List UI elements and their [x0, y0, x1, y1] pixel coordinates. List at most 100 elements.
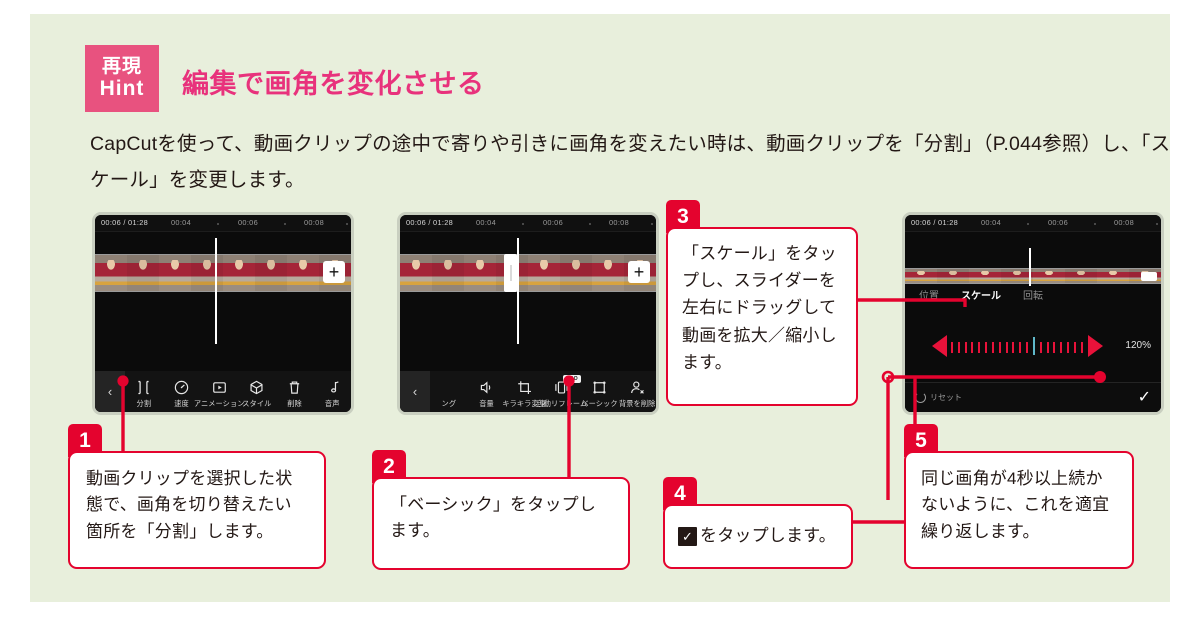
toolbar-label: 削除 [287, 398, 302, 408]
ruler-current-time: 00:06 / 01:28 [101, 218, 149, 227]
callout-5: 5 同じ画角が4秒以上続かないように、これを適宜繰り返します。 [904, 424, 1134, 569]
toolbar-label: ベーシック [581, 398, 618, 408]
increase-arrow-icon[interactable] [1088, 335, 1103, 357]
delete-icon [286, 379, 303, 396]
back-button[interactable]: ‹ [400, 371, 430, 412]
scale-slider[interactable]: 120% [905, 327, 1161, 369]
callout-text: 同じ画角が4秒以上続かないように、これを適宜繰り返します。 [904, 451, 1134, 569]
speed-icon [173, 379, 190, 396]
ruler-tick: 00:08 [609, 218, 629, 227]
toolbar-item-tracking[interactable]: ング [430, 379, 468, 409]
ruler-tick: 00:04 [171, 218, 191, 227]
callout-2: 2 「ベーシック」をタップします。 [372, 450, 630, 570]
back-button[interactable]: ‹ [95, 371, 125, 412]
volume-icon [478, 379, 495, 396]
callout-1: 1 動画クリップを選択した状態で、画角を切り替えたい箇所を「分割」します。 [68, 424, 326, 569]
ruler-current-time: 00:06 / 01:28 [911, 218, 959, 227]
toolbar-item-animation[interactable]: アニメーション [194, 379, 244, 409]
callout-text: 「ベーシック」をタップします。 [372, 477, 630, 570]
reset-button[interactable]: リセット [915, 392, 962, 403]
crop-icon [516, 379, 533, 396]
toolbar-label: アニメーション [193, 398, 245, 408]
toolbar-label: 速度 [174, 398, 189, 408]
timeline-area: + [95, 232, 351, 377]
tab-scale[interactable]: スケール [961, 291, 1001, 302]
add-clip-button[interactable] [1141, 272, 1157, 281]
ruler-current-time: 00:06 / 01:28 [406, 218, 454, 227]
audio-icon [324, 379, 341, 396]
ruler-tick: 00:06 [1048, 218, 1068, 227]
callout-text: 動画クリップを選択した状態で、画角を切り替えたい箇所を「分割」します。 [68, 451, 326, 569]
toolbar-label: 音量 [479, 398, 494, 408]
decrease-arrow-icon[interactable] [932, 335, 947, 357]
toolbar-item-speed[interactable]: 速度 [163, 379, 201, 409]
ruler-tick: 00:04 [476, 218, 496, 227]
callout-body: ✓ をタップします。 [663, 504, 853, 569]
slider-center-marker [1033, 337, 1035, 355]
video-clip-track[interactable] [95, 254, 351, 292]
tab-position[interactable]: 位置 [919, 291, 939, 302]
screenshot-capcut-timeline-basic: 00:06 / 01:28 00:04 00:06 00:08 + ‹ [397, 212, 659, 415]
toolbar-item-style[interactable]: スタイル [238, 379, 276, 409]
body-paragraph: CapCutを使って、動画クリップの途中で寄りや引きに画角を変えたい時は、動画ク… [90, 133, 1171, 192]
add-clip-button[interactable]: + [323, 261, 345, 283]
split-handle[interactable] [504, 254, 517, 292]
slider-ticks [951, 340, 1083, 354]
basic-icon [591, 379, 608, 396]
video-clip-track[interactable] [905, 268, 1161, 284]
ruler-tick: 00:06 [543, 218, 563, 227]
timeline-ruler: 00:06 / 01:28 00:04 00:06 00:08 [905, 215, 1161, 232]
callout-text: 「スケール」をタップし、スライダーを左右にドラッグして動画を拡大／縮小します。 [666, 227, 858, 406]
style-icon [248, 379, 265, 396]
callout-3: 3 「スケール」をタップし、スライダーを左右にドラッグして動画を拡大／縮小します… [666, 200, 858, 406]
editor-toolbar: ‹ ング 音量 [400, 371, 656, 412]
scale-editor-footer: リセット ✓ [905, 382, 1161, 412]
tab-rotate[interactable]: 回転 [1023, 291, 1043, 302]
page-title: 編集で画角を変化させる [182, 69, 485, 99]
hint-badge: 再現 Hint [85, 45, 159, 112]
playhead[interactable] [517, 238, 519, 344]
add-clip-button[interactable]: + [628, 261, 650, 283]
toolbar-label: ング [441, 398, 457, 408]
callout-text: をタップします。 [700, 526, 836, 546]
scale-editor-area: 位置 スケール 回転 120% [905, 232, 1161, 412]
timeline-area: + [400, 232, 656, 377]
hint-badge-line2: Hint [99, 77, 145, 101]
toolbar-item-basic[interactable]: ベーシック [581, 379, 619, 409]
scale-value: 120% [1125, 340, 1151, 351]
toolbar-label: スタイル [242, 398, 272, 408]
toolbar-item-volume[interactable]: 音量 [468, 379, 506, 409]
editor-toolbar: ‹ 分割 [95, 371, 351, 412]
toolbar-item-audio[interactable]: 音声 [313, 379, 351, 409]
pro-badge: PRO [562, 374, 581, 383]
ruler-tick: 00:08 [1114, 218, 1134, 227]
ruler-tick: 00:06 [238, 218, 258, 227]
toolbar-label: 背景を削除 [618, 398, 656, 408]
hint-panel: 再現 Hint 編集で画角を変化させる CapCutを使って、動画クリップの途中… [30, 14, 1170, 602]
callout-4: 4 ✓ をタップします。 [663, 477, 853, 569]
hint-badge-line1: 再現 [101, 55, 142, 77]
video-clip-track[interactable] [400, 254, 656, 292]
screenshot-capcut-scale-editor: 00:06 / 01:28 00:04 00:06 00:08 位置 スケール … [902, 212, 1164, 415]
reset-label: リセット [930, 393, 962, 402]
toolbar-item-split[interactable]: 分割 [125, 379, 163, 409]
checkbox-checked-icon: ✓ [678, 527, 697, 546]
timeline-ruler: 00:06 / 01:28 00:04 00:06 00:08 [95, 215, 351, 232]
reset-icon [915, 392, 926, 403]
ruler-tick: 00:04 [981, 218, 1001, 227]
ruler-tick: 00:08 [304, 218, 324, 227]
remove-bg-icon [629, 379, 646, 396]
toolbar-item-delete[interactable]: 削除 [276, 379, 314, 409]
playhead[interactable] [1029, 248, 1031, 286]
transform-tabs: 位置 スケール 回転 [905, 287, 1161, 302]
toolbar-item-reframe[interactable]: PRO 自動リフレーム [536, 374, 587, 409]
toolbar-item-remove-bg[interactable]: 背景を削除 [618, 379, 656, 409]
timeline-ruler: 00:06 / 01:28 00:04 00:06 00:08 [400, 215, 656, 232]
playhead[interactable] [215, 238, 217, 344]
toolbar-label: キラキラ変身 [502, 398, 547, 408]
split-icon [135, 379, 152, 396]
toolbar-label: 自動リフレーム [536, 398, 588, 408]
confirm-button[interactable]: ✓ [1137, 388, 1151, 406]
toolbar-item-crop[interactable]: キラキラ変身 [502, 379, 547, 409]
